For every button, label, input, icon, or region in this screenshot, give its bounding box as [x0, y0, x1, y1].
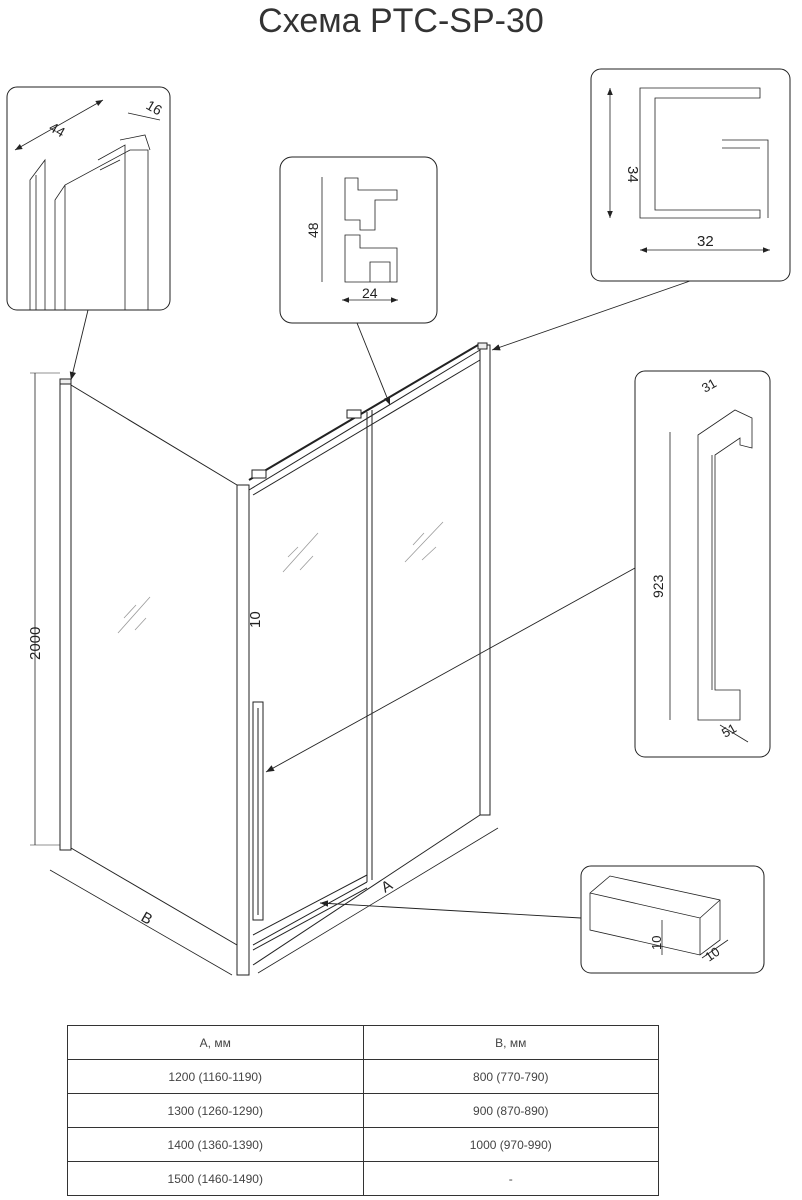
shower-enclosure-diagram: 2000 10 B A 44 16 48 24 34 32 31 923 51 … — [6, 68, 791, 976]
callout-top-rail — [279, 156, 438, 324]
post-profile-height: 34 — [624, 166, 641, 183]
handle-depth: 31 — [699, 375, 719, 395]
cell-a: 1400 (1360-1390) — [67, 1127, 364, 1162]
side-panel — [59, 378, 238, 946]
handle-base: 51 — [719, 720, 739, 740]
callout-handle — [634, 370, 771, 758]
diagram-title: Схема PTC-SP-30 — [258, 2, 544, 40]
callout-bottom-guide — [580, 865, 765, 974]
table-header-row: A, мм B, мм — [67, 1025, 659, 1060]
cell-b: 800 (770-790) — [362, 1059, 659, 1094]
table-row: 1200 (1160-1190)800 (770-790) — [67, 1059, 659, 1094]
corner-post — [236, 484, 250, 976]
cell-a: 1300 (1260-1290) — [67, 1093, 364, 1128]
callout-wall-profile — [6, 86, 171, 311]
callout-post-profile — [590, 68, 791, 282]
width-a-label: A — [378, 877, 395, 897]
table-row: 1400 (1360-1390)1000 (970-990) — [67, 1127, 659, 1162]
top-rail-width: 24 — [362, 285, 378, 301]
width-b-label: B — [138, 909, 155, 929]
top-rail-height: 48 — [305, 222, 321, 238]
cell-b: 1000 (970-990) — [362, 1127, 659, 1162]
a-dimension-line — [257, 827, 499, 974]
cell-a: 1500 (1460-1490) — [67, 1161, 364, 1196]
b-dimension-line — [49, 869, 233, 976]
header-b: B, мм — [362, 1025, 659, 1060]
cell-a: 1200 (1160-1190) — [67, 1059, 364, 1094]
bottom-guide-height: 10 — [649, 936, 664, 950]
handle-length: 923 — [650, 574, 666, 598]
cell-b: - — [362, 1161, 659, 1196]
glass-thickness-label: 10 — [247, 611, 264, 628]
sliding-door — [248, 342, 491, 966]
wall-profile-depth: 16 — [144, 97, 166, 119]
height-label: 2000 — [27, 627, 44, 660]
size-table: A, мм B, мм 1200 (1160-1190)800 (770-790… — [67, 1025, 659, 1196]
wall-profile-width: 44 — [47, 119, 69, 141]
header-a: A, мм — [67, 1025, 364, 1060]
bottom-guide-width: 10 — [702, 944, 722, 965]
cell-b: 900 (870-890) — [362, 1093, 659, 1128]
table-row: 1300 (1260-1290)900 (870-890) — [67, 1093, 659, 1128]
post-profile-width: 32 — [697, 233, 714, 250]
table-row: 1500 (1460-1490)- — [67, 1161, 659, 1196]
